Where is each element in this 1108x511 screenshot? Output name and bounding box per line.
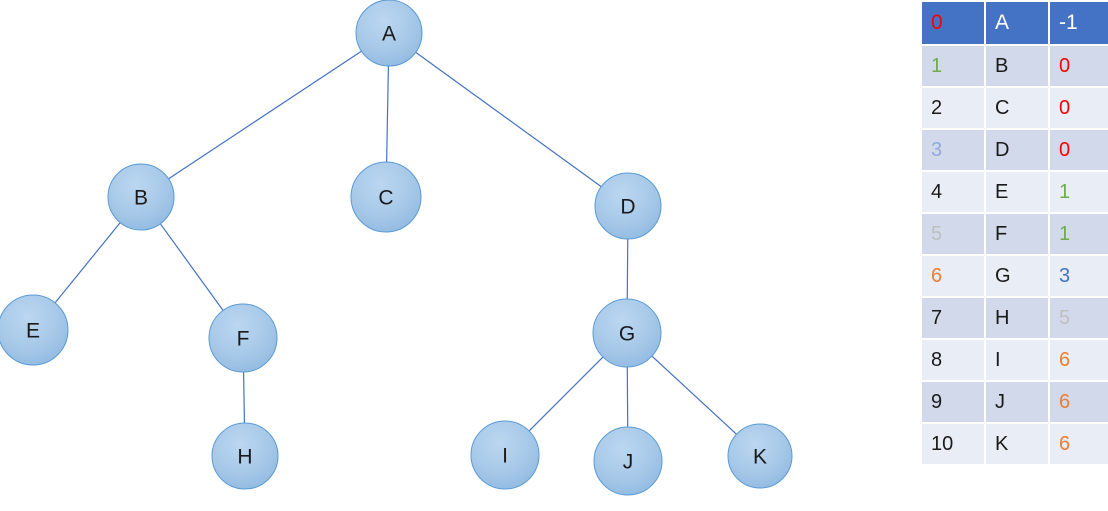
tree-node-label-k: K [753, 446, 767, 469]
cell-parent: 3 [1050, 256, 1108, 296]
tree-edge-a-b [167, 50, 363, 180]
tree-diagram-panel: A B C D E F G H I J K [0, 0, 793, 496]
tree-node-label-a: A [382, 23, 396, 46]
cell-index: 8 [922, 340, 984, 380]
tree-node-circle-g[interactable] [592, 298, 662, 368]
tree-node-e[interactable]: E [0, 294, 69, 366]
tree-node-label-d: D [620, 196, 635, 219]
tree-node-label-c: C [378, 187, 393, 210]
header-cell-node: A [986, 2, 1048, 44]
cell-index: 9 [922, 382, 984, 422]
cell-node: F [986, 214, 1048, 254]
tree-node-f[interactable]: F [208, 303, 278, 373]
tree-node-h[interactable]: H [211, 422, 279, 490]
tree-node-circle-d[interactable] [594, 172, 662, 240]
tree-node-group: A B C D E F G H I J K [0, 0, 793, 496]
tree-node-c[interactable]: C [350, 161, 422, 233]
cell-node: D [986, 130, 1048, 170]
tree-node-label-g: G [619, 323, 635, 346]
cell-parent: 6 [1050, 424, 1108, 464]
cell-parent: 1 [1050, 214, 1108, 254]
tree-edge-b-e [53, 221, 122, 304]
cell-parent: 5 [1050, 298, 1108, 338]
tree-node-circle-f[interactable] [208, 303, 278, 373]
tree-edge-f-h [242, 370, 246, 425]
cell-node: G [986, 256, 1048, 296]
tree-node-circle-j[interactable] [593, 426, 663, 496]
tree-node-label-i: I [502, 445, 508, 468]
cell-node: J [986, 382, 1048, 422]
tree-node-circle-h[interactable] [211, 422, 279, 490]
tree-edge-g-i [527, 355, 605, 433]
tree-node-a[interactable]: A [355, 0, 423, 67]
tree-node-i[interactable]: I [470, 420, 540, 490]
cell-node: C [986, 88, 1048, 128]
cell-index: 3 [922, 130, 984, 170]
cell-index: 5 [922, 214, 984, 254]
cell-node: E [986, 172, 1048, 212]
tree-edge-b-f [159, 222, 225, 312]
cell-node: H [986, 298, 1048, 338]
table-header-row: 0 A -1 [922, 2, 1108, 44]
tree-edge-group [53, 50, 738, 436]
tree-node-label-f: F [237, 328, 250, 351]
tree-node-g[interactable]: G [592, 298, 662, 368]
cell-index: 1 [922, 46, 984, 86]
tree-node-d[interactable]: D [594, 172, 662, 240]
tree-node-label-e: E [26, 320, 40, 343]
cell-index: 2 [922, 88, 984, 128]
tree-edge-g-k [650, 354, 738, 436]
header-cell-index: 0 [922, 2, 984, 44]
tree-node-j[interactable]: J [593, 426, 663, 496]
tree-node-circle-b[interactable] [107, 163, 175, 231]
cell-parent: 6 [1050, 340, 1108, 380]
cell-parent: 1 [1050, 172, 1108, 212]
tree-node-circle-c[interactable] [350, 161, 422, 233]
cell-index: 4 [922, 172, 984, 212]
cell-parent: 6 [1050, 382, 1108, 422]
tree-diagram-canvas: A B C D E F G H I J K [0, 0, 793, 496]
tree-node-label-h: H [237, 446, 252, 469]
tree-node-k[interactable]: K [727, 423, 793, 489]
cell-parent: 0 [1050, 46, 1108, 86]
tree-node-circle-e[interactable] [0, 294, 69, 366]
tree-node-label-b: B [134, 187, 148, 210]
cell-index: 10 [922, 424, 984, 464]
cell-node: K [986, 424, 1048, 464]
cell-parent: 0 [1050, 130, 1108, 170]
cell-node: B [986, 46, 1048, 86]
tree-node-label-j: J [623, 451, 634, 474]
cell-node: I [986, 340, 1048, 380]
tree-edge-a-d [414, 51, 603, 188]
header-cell-parent: -1 [1050, 2, 1108, 44]
tree-node-circle-a[interactable] [355, 0, 423, 67]
tree-node-circle-k[interactable] [727, 423, 793, 489]
tree-node-b[interactable]: B [107, 163, 175, 231]
tree-node-circle-i[interactable] [470, 420, 540, 490]
cell-index: 6 [922, 256, 984, 296]
cell-parent: 0 [1050, 88, 1108, 128]
tree-edge-a-c [386, 64, 390, 164]
cell-index: 7 [922, 298, 984, 338]
